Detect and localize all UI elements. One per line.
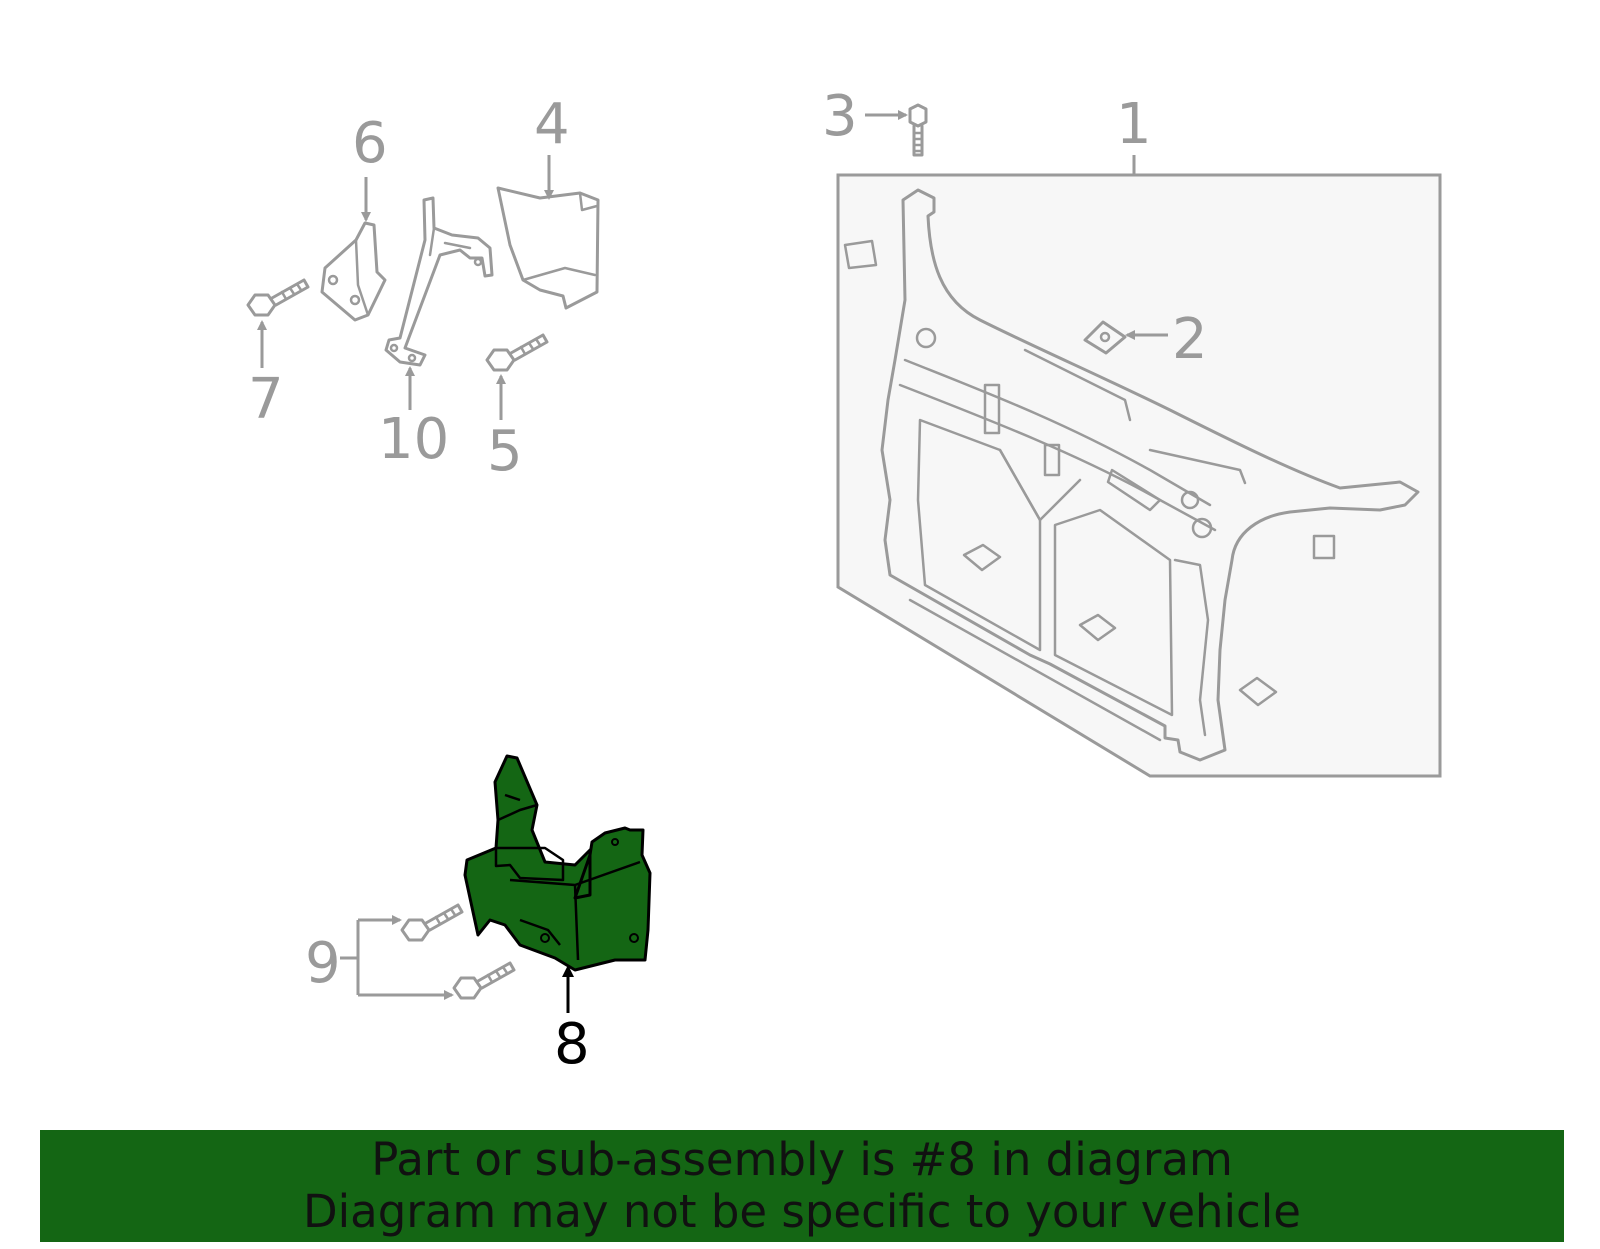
bracket-part-8-highlighted (463, 754, 652, 1013)
bolt-part-5 (485, 333, 549, 420)
callout-4: 4 (534, 92, 570, 157)
bracket-part-10 (384, 196, 494, 410)
callout-5: 5 (487, 419, 523, 484)
bracket-part-6 (320, 177, 387, 322)
callout-1: 1 (1116, 92, 1152, 157)
clip-nut-part-2 (1083, 320, 1168, 355)
bolt-part-7 (246, 278, 310, 368)
radiator-support-panel (836, 155, 1442, 778)
callout-9: 9 (305, 931, 341, 996)
callout-3: 3 (822, 84, 858, 149)
callout-10: 10 (378, 407, 449, 472)
bolts-part-9 (340, 903, 516, 1000)
callout-7: 7 (248, 367, 284, 432)
notice-banner: Part or sub-assembly is #8 in diagram Di… (40, 1130, 1564, 1242)
callout-8: 8 (554, 1012, 590, 1077)
callout-2: 2 (1172, 307, 1208, 372)
banner-line-1: Part or sub-assembly is #8 in diagram (371, 1133, 1233, 1186)
banner-line-2: Diagram may not be specific to your vehi… (303, 1185, 1301, 1238)
callout-6: 6 (352, 111, 388, 176)
bolt-part-3 (865, 103, 928, 157)
deflector-part-4 (496, 155, 600, 310)
